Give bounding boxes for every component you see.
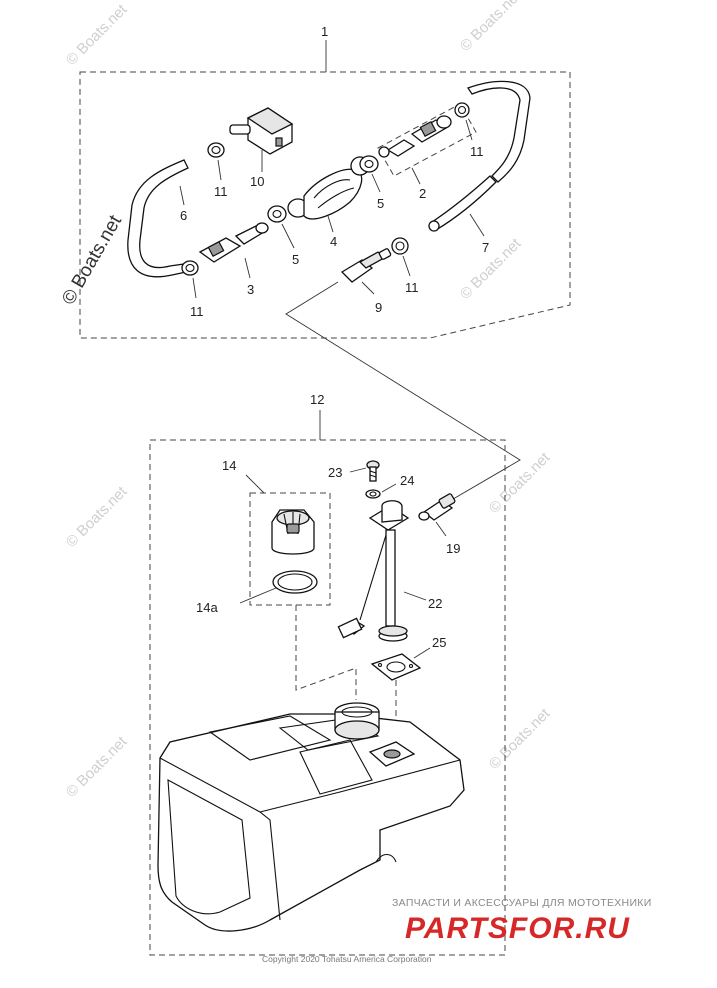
label-7: 7 — [482, 240, 489, 255]
check-valve-3 — [198, 222, 269, 263]
group-1-outline — [79, 71, 571, 339]
watermark-text: © Boats.net — [486, 705, 554, 773]
watermark-text: © Boats.net — [63, 733, 131, 801]
label-25: 25 — [432, 635, 446, 650]
connector-10 — [229, 107, 294, 155]
hose-6 — [127, 159, 189, 278]
label-10: 10 — [250, 174, 264, 189]
watermark-text: © Boats.net — [63, 1, 131, 69]
watermark-text: © Boats.net — [486, 449, 554, 517]
label-11: 11 — [190, 304, 204, 319]
clip-11 — [207, 142, 225, 158]
label-6: 6 — [180, 208, 187, 223]
fuel-gauge-22 — [337, 500, 410, 642]
label-11: 11 — [470, 144, 484, 159]
label-1: 1 — [321, 24, 328, 39]
footer-brand-name: PARTSFOR.RU — [405, 912, 630, 945]
watermark-group: © Boats.net © Boats.net © Boats.net © Bo… — [58, 0, 554, 801]
footer-copyright: Copyright 2020 Tohatsu America Corporati… — [262, 954, 432, 964]
label-12: 12 — [310, 392, 324, 407]
seal-5 — [267, 205, 287, 223]
watermark-text-dark: © Boats.net — [58, 211, 126, 308]
label-2: 2 — [419, 186, 426, 201]
hose-7 — [431, 175, 497, 231]
check-valve-2 — [378, 115, 452, 158]
label-5: 5 — [292, 252, 299, 267]
watermark-text: © Boats.net — [457, 0, 525, 55]
connector-9 — [340, 248, 392, 283]
fuel-tank-assembly: 12 14 14a 23 — [149, 392, 506, 956]
fuel-line-assembly: 1 10 11 6 11 — [79, 24, 571, 339]
group-14-outline — [249, 492, 331, 606]
label-3: 3 — [247, 282, 254, 297]
washer-24 — [365, 489, 381, 499]
label-19: 19 — [446, 541, 460, 556]
gasket-25 — [370, 653, 422, 681]
fuel-cap-14 — [271, 509, 315, 555]
label-23: 23 — [328, 465, 342, 480]
clip-11 — [391, 237, 409, 255]
watermark-text: © Boats.net — [457, 235, 525, 303]
primer-bulb-4 — [287, 156, 370, 220]
footer-brand: ЗАПЧАСТИ И АКСЕССУАРЫ ДЛЯ МОТОТЕХНИКИ PA… — [262, 897, 652, 964]
label-14: 14 — [222, 458, 236, 473]
seal-5 — [359, 155, 379, 173]
fuel-tank — [157, 702, 465, 932]
screw-23 — [366, 460, 380, 482]
label-14a: 14a — [196, 600, 218, 615]
connection-line — [285, 281, 521, 503]
fitting-19 — [418, 493, 456, 521]
o-ring-14a — [272, 570, 318, 594]
footer-tagline: ЗАПЧАСТИ И АКСЕССУАРЫ ДЛЯ МОТОТЕХНИКИ — [392, 897, 652, 909]
group-2-outline — [377, 103, 477, 177]
hose-7 — [466, 80, 531, 183]
label-4: 4 — [330, 234, 337, 249]
label-22: 22 — [428, 596, 442, 611]
label-11: 11 — [405, 280, 419, 295]
group-12-outline — [149, 439, 506, 956]
label-9: 9 — [375, 300, 382, 315]
label-24: 24 — [400, 473, 414, 488]
clip-11 — [181, 260, 199, 276]
label-5: 5 — [377, 196, 384, 211]
clip-11 — [454, 102, 470, 118]
watermark-text: © Boats.net — [63, 483, 131, 551]
label-11: 11 — [214, 184, 228, 199]
